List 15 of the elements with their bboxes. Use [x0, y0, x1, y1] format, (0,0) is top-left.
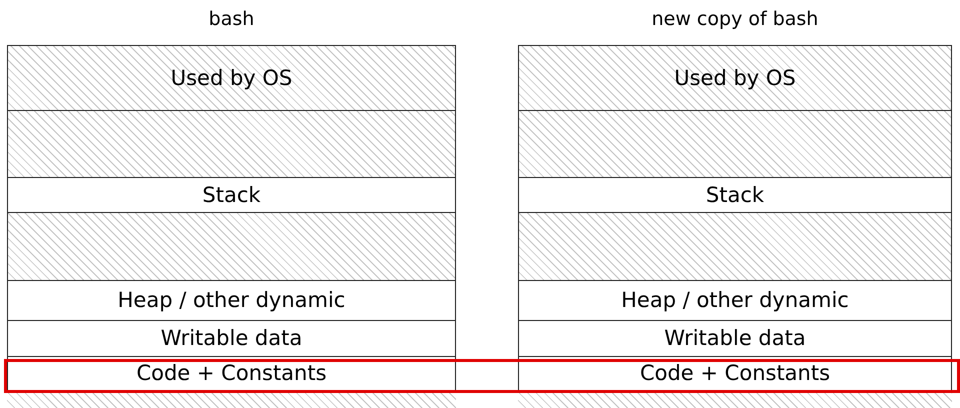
- memory-segment: Writable data: [518, 320, 952, 357]
- unused-region: [518, 212, 952, 281]
- column-heading: bash: [208, 8, 256, 30]
- memory-segment: Code + Constants: [518, 356, 952, 391]
- reserved-region: Used by OS: [7, 45, 456, 111]
- memory-segment: Code + Constants: [7, 356, 456, 391]
- reserved-region: Used by OS: [518, 45, 952, 111]
- memory-segment: Heap / other dynamic: [7, 280, 456, 321]
- unused-region: [7, 110, 456, 178]
- unused-region: [518, 110, 952, 178]
- memory-segment: Heap / other dynamic: [518, 280, 952, 321]
- column-heading: new copy of bash: [650, 8, 820, 30]
- memory-segment: Writable data: [7, 320, 456, 357]
- highlight-frame: [4, 359, 960, 393]
- unused-region: [7, 212, 456, 281]
